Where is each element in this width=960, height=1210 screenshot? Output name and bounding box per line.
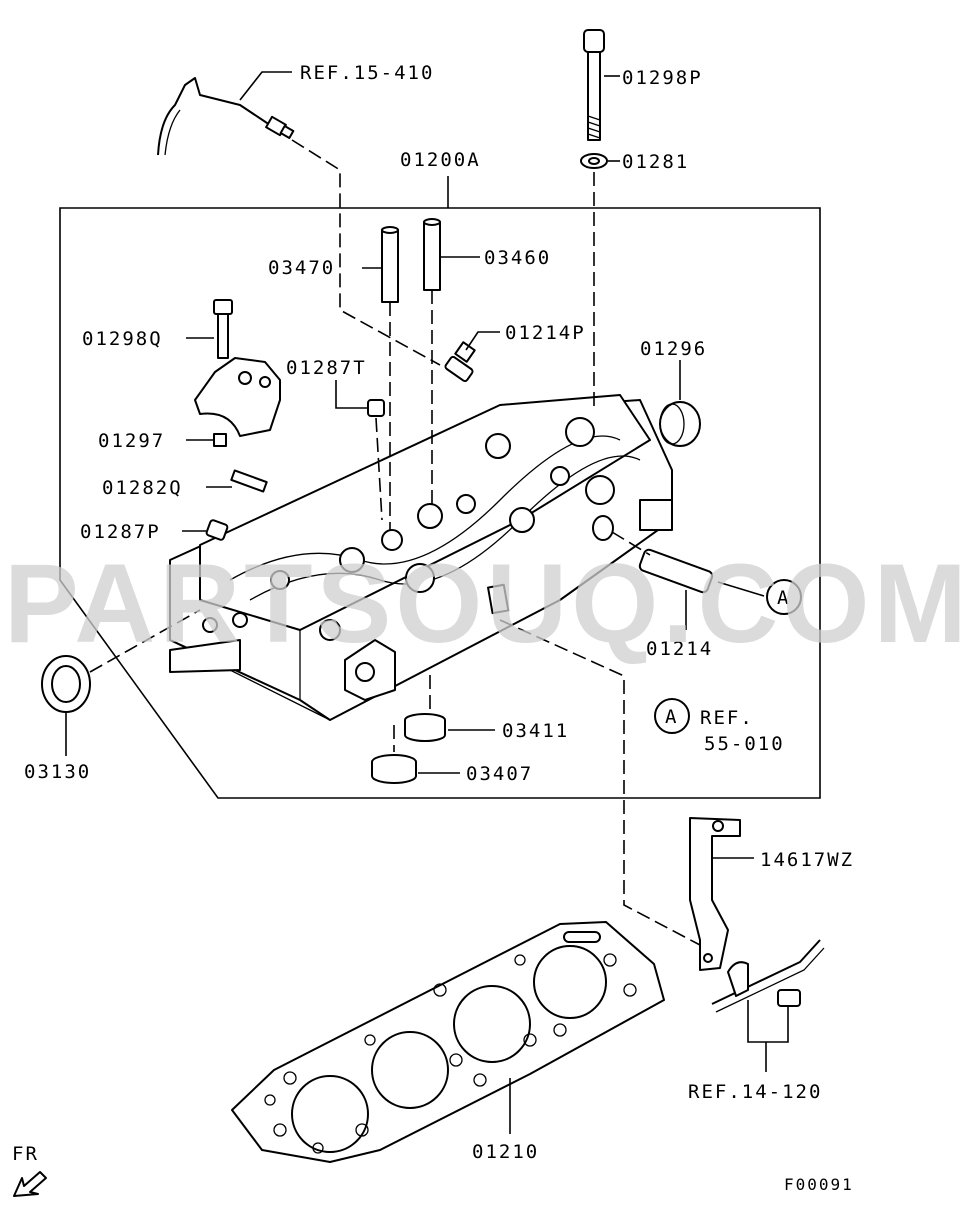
seal-03130 [41,655,91,713]
label-01287T: 01287T [286,357,367,379]
pipe-03470 [381,226,399,303]
label-01214P: 01214P [505,322,586,344]
label-ref-14-120: REF.14-120 [688,1081,822,1103]
label-03411: 03411 [502,720,569,742]
label-03460: 03460 [484,247,551,269]
plug-01296 [659,401,701,447]
front-arrow-icon [13,1171,47,1197]
assembly-frame [59,207,821,799]
label-03130: 03130 [24,761,91,783]
label-callout-ref-a: A [665,706,678,728]
bolt-01298Q [213,299,233,359]
label-01200A: 01200A [400,149,481,171]
label-01298P: 01298P [622,67,703,89]
label-01282Q: 01282Q [102,477,183,499]
sensor-01214P [444,341,476,383]
figure-code: F00091 [784,1175,854,1194]
label-01287P: 01287P [80,521,161,543]
stud-01282Q [230,469,268,493]
label-ref-15-410: REF.15-410 [300,62,434,84]
label-callout-ref-line1: REF. [700,707,754,729]
callout-circle-a [766,579,802,615]
label-front: FR [12,1143,39,1165]
bracket-01297 [194,357,281,437]
harness-ref-14-120 [711,939,825,1013]
washer-01281 [580,153,608,169]
seal-03411 [404,713,446,742]
bolt-01298P [583,29,605,141]
label-03407: 03407 [466,763,533,785]
label-14617WZ: 14617WZ [760,849,854,871]
bracket-14617WZ [689,817,741,971]
gasket-01210 [231,921,665,1163]
pipe-03460 [423,218,441,291]
sensor-01214 [592,515,714,594]
label-01297: 01297 [98,430,165,452]
label-01214: 01214 [646,638,713,660]
bush-01297 [213,433,227,447]
label-01210: 01210 [472,1141,539,1163]
label-callout-a: A [777,587,790,609]
harness-ref-15-410 [157,77,295,156]
plug-01287T [367,399,385,417]
label-03470: 03470 [268,257,335,279]
cylinder-head [169,394,673,721]
label-01281: 01281 [622,151,689,173]
label-01298Q: 01298Q [82,328,163,350]
callout-ref-circle-a [654,698,690,734]
watermark: PARTSOUQ.COM [4,541,960,666]
plug-01287P [205,519,229,541]
label-callout-ref-line2: 55-010 [704,733,785,755]
seal-03407 [371,754,417,784]
label-01296: 01296 [640,338,707,360]
